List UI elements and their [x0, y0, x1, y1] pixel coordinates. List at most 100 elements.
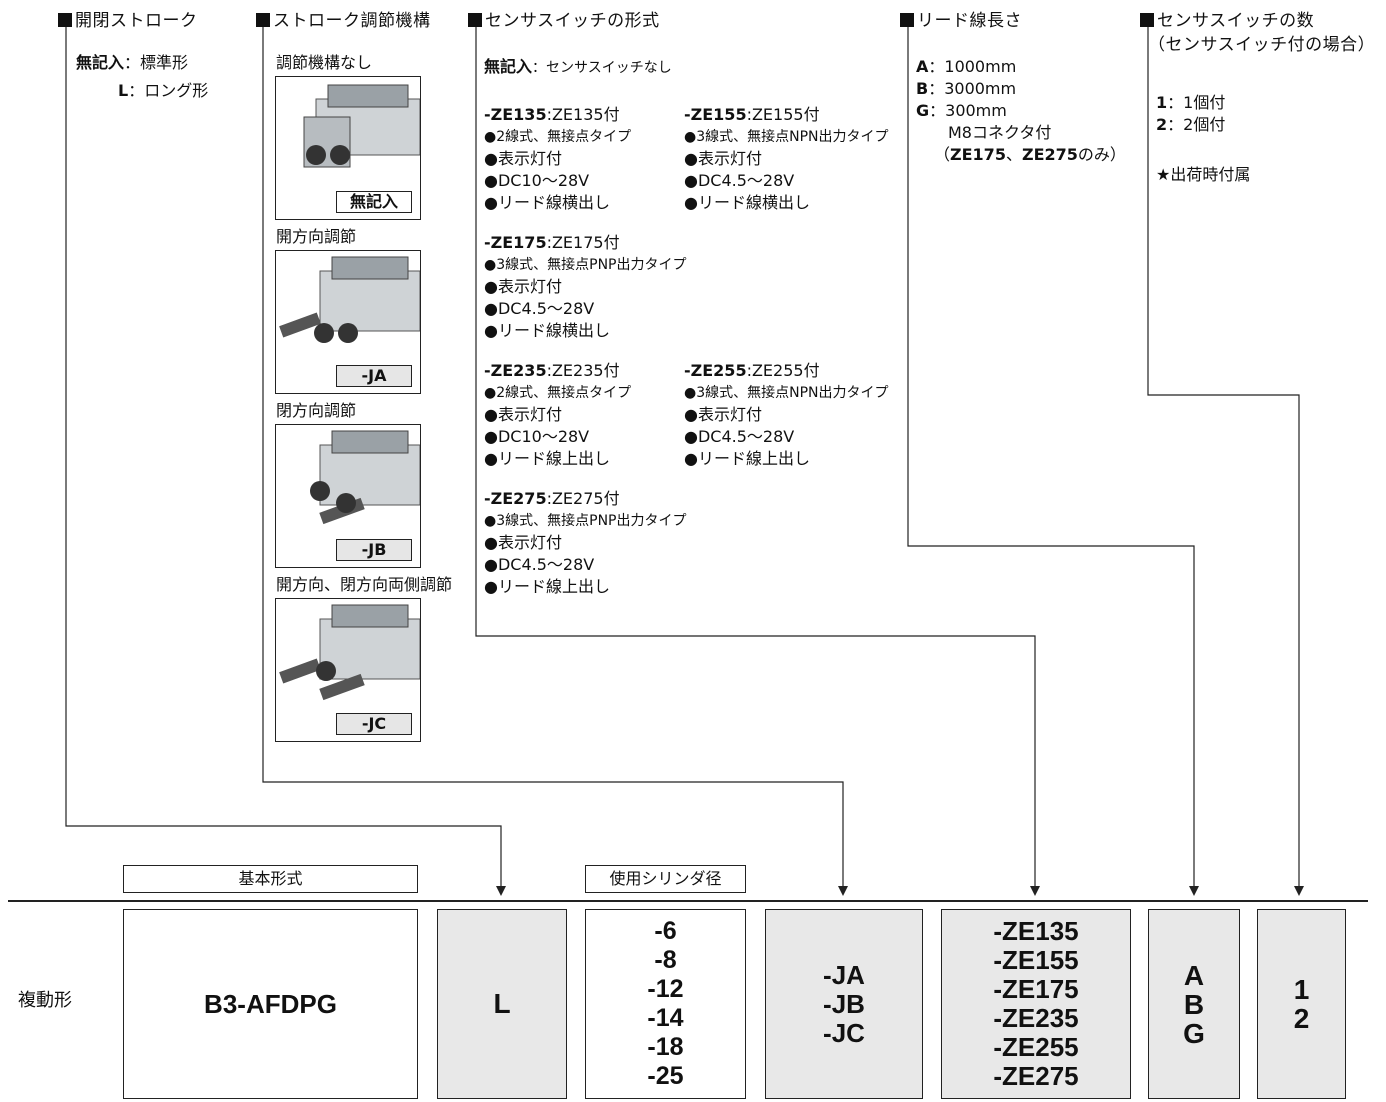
- adjust-label-2: 閉方向調節: [276, 401, 357, 420]
- stroke-code: L: [493, 988, 511, 1019]
- sensor-block-ze235: -ZE235:ZE235付 ●2線式、無接点タイプ ●表示灯付 ●DC10～28…: [484, 360, 631, 470]
- sensor-spec-voltage: ●DC4.5～28V: [484, 555, 595, 574]
- lead-note-only: のみ）: [1077, 145, 1126, 164]
- sensor-code: -ZE235: [484, 361, 547, 380]
- adjust-box: -JA -JB -JC: [765, 909, 923, 1099]
- sensor-spec-lamp: ●表示灯付: [684, 405, 762, 424]
- sensor-spec-wiring: ●3線式、無接点PNP出力タイプ: [484, 513, 687, 529]
- adjust-image-ja: -JA: [275, 250, 421, 394]
- bore-option: -8: [654, 946, 677, 974]
- sensor-spec-lamp: ●表示灯付: [484, 149, 562, 168]
- lead-g-key: G: [916, 101, 930, 120]
- lead-note-paren: （: [934, 145, 951, 164]
- count-two-val: ：2個付: [1167, 115, 1226, 134]
- adjust-tag-2: -JB: [336, 539, 412, 561]
- bore-option: -12: [647, 975, 684, 1003]
- lead-note-ze275: ZE275: [1021, 145, 1078, 164]
- sensor-spec-voltage: ●DC10～28V: [484, 427, 590, 446]
- arrow-lead: [1189, 886, 1199, 896]
- sensor-suffix: :ZE135付: [546, 105, 620, 124]
- gripper-illustration: [279, 256, 420, 343]
- header-lead: リード線長さ: [900, 6, 1022, 31]
- lead-note-ze175: ZE175: [950, 145, 1006, 164]
- count-one-val: ：1個付: [1167, 93, 1226, 112]
- adjust-tag-1: -JA: [336, 365, 412, 387]
- basic-form-label: 基本形式: [123, 865, 418, 893]
- connector-adjust: [262, 26, 844, 890]
- sensor-code: -ZE135: [484, 105, 547, 124]
- stroke-box: L: [437, 909, 567, 1099]
- bore-label: 使用シリンダ径: [585, 865, 746, 893]
- row-label-double-acting: 複動形: [18, 990, 72, 1011]
- header-sensor-type: センサスイッチの形式: [468, 6, 660, 31]
- sensor-code: -ZE155: [684, 105, 747, 124]
- sensor-spec-lead: ●リード線上出し: [484, 449, 610, 468]
- lead-option: A: [1183, 959, 1205, 991]
- sensor-spec-wiring: ●3線式、無接点NPN出力タイプ: [684, 385, 889, 401]
- stroke-l-key: L: [118, 81, 129, 100]
- count-two-key: 2: [1156, 115, 1168, 134]
- sensor-suffix: :ZE275付: [546, 489, 620, 508]
- lead-a-key: A: [916, 57, 929, 76]
- sensor-spec-wiring: ●3線式、無接点NPN出力タイプ: [684, 129, 889, 145]
- sensor-spec-lamp: ●表示灯付: [484, 533, 562, 552]
- sensor-code: -ZE175: [484, 233, 547, 252]
- adjust-label-0: 調節機構なし: [276, 53, 373, 72]
- gripper-illustration: [310, 430, 420, 525]
- connector-lead: [907, 26, 1195, 890]
- header-adjust: ストローク調節機構: [256, 6, 431, 31]
- sensor-none-val: ：センサスイッチなし: [532, 60, 672, 76]
- connector-sensor: [475, 26, 1036, 890]
- sensor-spec-lamp: ●表示灯付: [484, 405, 562, 424]
- sensor-spec-lead: ●リード線上出し: [684, 449, 810, 468]
- lead-box: A B G: [1148, 909, 1240, 1099]
- stroke-l-val: ：ロング形: [128, 81, 209, 100]
- sensor-option: -ZE175: [993, 974, 1079, 1004]
- lead-b-key: B: [916, 79, 929, 98]
- bore-box: -6 -8 -12 -14 -18 -25: [585, 909, 746, 1099]
- sensor-suffix: :ZE175付: [546, 233, 620, 252]
- sensor-suffix: :ZE235付: [546, 361, 620, 380]
- sensor-spec-wiring: ●2線式、無接点タイプ: [484, 129, 632, 145]
- adjust-image-jb: -JB: [275, 424, 421, 568]
- sensor-option: -ZE255: [993, 1032, 1079, 1062]
- stroke-none-val: ：標準形: [124, 53, 189, 72]
- model-code: B3-AFDPG: [204, 988, 337, 1019]
- sensor-spec-voltage: ●DC4.5～28V: [484, 299, 595, 318]
- adjust-tag-0: 無記入: [336, 191, 412, 213]
- sensor-box: -ZE135 -ZE155 -ZE175 -ZE235 -ZE255 -ZE27…: [941, 909, 1131, 1099]
- sensor-option-none: 無記入：センサスイッチなし: [484, 56, 672, 79]
- sensor-block-ze175: -ZE175:ZE175付 ●3線式、無接点PNP出力タイプ ●表示灯付 ●DC…: [484, 232, 686, 342]
- sensor-block-ze155: -ZE155:ZE155付 ●3線式、無接点NPN出力タイプ ●表示灯付 ●DC…: [684, 104, 889, 214]
- lead-option: B: [1183, 988, 1205, 1020]
- adjust-option: -JC: [823, 1017, 865, 1048]
- count-box: 1 2: [1257, 909, 1346, 1099]
- lead-g-note2: （ZE175、ZE275のみ）: [916, 144, 1126, 166]
- lead-a-val: ：1000mm: [928, 57, 1017, 76]
- lead-g-val: ：300mm: [929, 101, 1007, 120]
- count-note: ★出荷時付属: [1156, 165, 1251, 184]
- sensor-none-key: 無記入: [484, 57, 533, 76]
- sensor-code: -ZE255: [684, 361, 747, 380]
- sensor-option: -ZE235: [993, 1003, 1079, 1033]
- sensor-spec-lamp: ●表示灯付: [684, 149, 762, 168]
- bore-option: -14: [647, 1004, 684, 1032]
- sensor-spec-lead: ●リード線横出し: [684, 193, 810, 212]
- header-count-sub: （センサスイッチ付の場合）: [1148, 35, 1376, 55]
- sensor-spec-lead: ●リード線横出し: [484, 321, 610, 340]
- count-one-key: 1: [1156, 93, 1168, 112]
- sensor-spec-lead: ●リード線横出し: [484, 193, 610, 212]
- gripper-illustration: [303, 84, 420, 168]
- sensor-code: -ZE275: [484, 489, 547, 508]
- adjust-tag-3: -JC: [336, 713, 412, 735]
- lead-g-note: M8コネクタ付: [948, 123, 1052, 142]
- connector-stroke: [65, 26, 502, 890]
- sensor-spec-voltage: ●DC4.5～28V: [684, 427, 795, 446]
- sensor-spec-wiring: ●3線式、無接点PNP出力タイプ: [484, 257, 687, 273]
- sensor-spec-lamp: ●表示灯付: [484, 277, 562, 296]
- arrow-sensor: [1030, 886, 1040, 896]
- header-stroke-text: 開閉ストローク: [75, 11, 198, 31]
- bore-option: -6: [654, 917, 677, 945]
- adjust-option: -JB: [823, 988, 865, 1019]
